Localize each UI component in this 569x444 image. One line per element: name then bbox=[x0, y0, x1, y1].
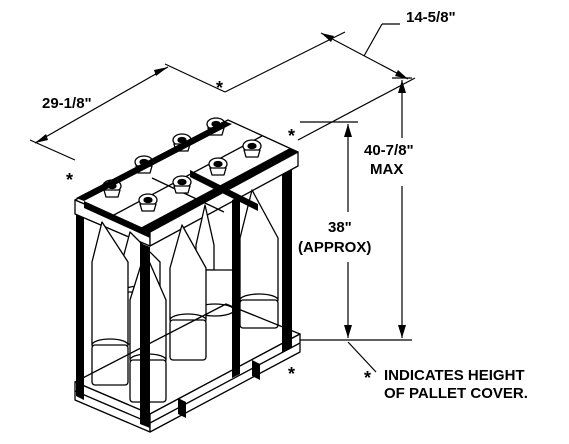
note-line-1: INDICATES HEIGHT bbox=[384, 367, 525, 384]
lifting-lug-8 bbox=[242, 139, 262, 158]
arrow-approx-top bbox=[344, 124, 352, 137]
strap-side-right bbox=[282, 170, 292, 353]
lifting-lug-7 bbox=[208, 157, 228, 176]
pallet-crate bbox=[74, 117, 301, 433]
marker-top: * bbox=[216, 78, 223, 98]
arrow-depth-bottom bbox=[395, 70, 408, 79]
steel-strapping bbox=[76, 121, 298, 428]
width-extension-right bbox=[164, 63, 226, 93]
width-extension-left bbox=[29, 139, 76, 161]
strap-top-1 bbox=[76, 121, 232, 201]
depth-leader bbox=[363, 23, 383, 57]
lifting-lug-5 bbox=[138, 193, 158, 212]
depth-extension-left bbox=[224, 31, 346, 93]
note-marker: * bbox=[364, 368, 371, 388]
arrow-approx-bottom bbox=[344, 325, 352, 338]
max-height-qualifier: MAX bbox=[370, 161, 403, 178]
round-back-2 bbox=[239, 189, 279, 329]
note-leader bbox=[347, 341, 377, 373]
round-front-1 bbox=[91, 221, 129, 386]
marker-left: * bbox=[66, 170, 73, 190]
approx-height-value: 38" bbox=[328, 219, 352, 236]
marker-right-top: * bbox=[288, 126, 295, 146]
max-height-value: 40-7/8" bbox=[364, 142, 414, 159]
arrow-depth-top bbox=[321, 33, 334, 42]
strap-side-mid bbox=[232, 196, 240, 378]
approx-height-qualifier: (APPROX) bbox=[298, 239, 371, 256]
strap-top-4 bbox=[190, 170, 258, 211]
strap-front-left bbox=[76, 214, 84, 400]
width-dimension-label: 29-1/8" bbox=[42, 95, 92, 112]
strap-top-3 bbox=[84, 201, 150, 238]
depth-extension-right bbox=[297, 77, 416, 141]
arrow-maxheight-top bbox=[398, 80, 406, 93]
marker-right-bottom: * bbox=[288, 364, 295, 384]
pallet-board-line bbox=[74, 390, 151, 424]
strap-front-mid bbox=[140, 243, 150, 428]
round-mid-2 bbox=[169, 224, 207, 361]
lid-mid-seam bbox=[151, 177, 225, 213]
depth-dimension-label: 14-5/8" bbox=[406, 9, 456, 26]
strap-buckle-2 bbox=[252, 360, 260, 380]
lid-right-face bbox=[149, 151, 299, 247]
lifting-lug-6 bbox=[172, 175, 192, 194]
lid-seam bbox=[111, 135, 263, 217]
arrowheads bbox=[35, 33, 408, 338]
arrow-width-left bbox=[35, 134, 48, 143]
strap-buckle-1 bbox=[178, 398, 186, 418]
arrow-maxheight-bottom bbox=[398, 325, 406, 338]
pallet-board-line-2 bbox=[149, 342, 301, 424]
arrow-width-right bbox=[154, 67, 168, 76]
note-line-2: OF PALLET COVER. bbox=[384, 385, 528, 402]
width-dimension-line bbox=[34, 66, 169, 144]
